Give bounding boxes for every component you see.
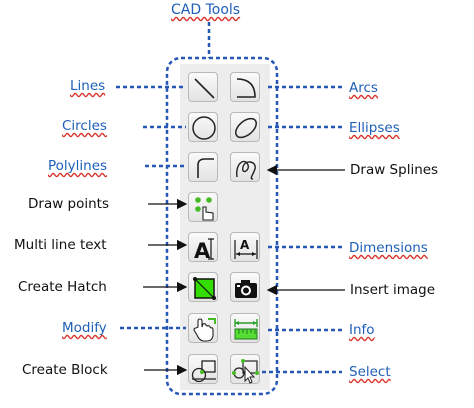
diagram-title: CAD Tools — [171, 2, 241, 18]
splines-button[interactable] — [230, 152, 260, 182]
label-polylines: Polylines — [48, 158, 108, 174]
hatch-button[interactable] — [188, 272, 218, 302]
circle-icon — [192, 116, 216, 140]
points-button[interactable] — [188, 192, 218, 222]
ellipse-icon — [235, 117, 257, 139]
select-button[interactable] — [230, 354, 260, 384]
hand-pointer-icon — [193, 318, 216, 342]
arc-icon — [236, 78, 256, 98]
label-create-hatch: Create Hatch — [18, 279, 107, 295]
block-icon — [191, 360, 216, 383]
label-info: Info — [349, 322, 375, 338]
text-button[interactable]: A — [188, 232, 218, 263]
label-ellipses: Ellipses — [349, 120, 400, 136]
polylines-button[interactable] — [188, 152, 218, 182]
ellipses-button[interactable] — [230, 112, 260, 142]
info-button[interactable] — [230, 313, 260, 343]
label-lines: Lines — [70, 78, 106, 94]
select-icon — [232, 359, 259, 384]
label-draw-points: Draw points — [28, 196, 110, 212]
dimensions-button[interactable]: A — [230, 232, 260, 262]
svg-text:A: A — [240, 238, 250, 252]
label-insert-image: Insert image — [350, 282, 436, 298]
dimension-icon: A — [234, 238, 258, 259]
lines-button[interactable] — [188, 72, 218, 102]
hatch-icon — [193, 277, 216, 300]
label-dimensions: Dimensions — [349, 240, 428, 256]
modify-button[interactable] — [188, 313, 218, 343]
spline-icon — [236, 160, 256, 180]
line-icon — [194, 78, 215, 99]
svg-text:A: A — [194, 239, 211, 263]
block-button[interactable] — [188, 354, 218, 384]
ruler-icon — [234, 319, 258, 340]
label-circles: Circles — [62, 118, 107, 134]
camera-icon — [235, 280, 257, 298]
text-icon: A — [194, 238, 214, 263]
label-modify: Modify — [62, 320, 107, 336]
label-create-block: Create Block — [22, 362, 108, 378]
label-multi-line-text: Multi line text — [14, 237, 107, 253]
label-arcs: Arcs — [349, 80, 378, 96]
image-button[interactable] — [230, 272, 260, 302]
polyline-icon — [197, 158, 214, 178]
label-draw-splines: Draw Splines — [350, 162, 439, 178]
arcs-button[interactable] — [230, 72, 260, 102]
points-icon — [195, 197, 214, 221]
circles-button[interactable] — [188, 112, 218, 142]
label-select: Select — [349, 364, 391, 380]
